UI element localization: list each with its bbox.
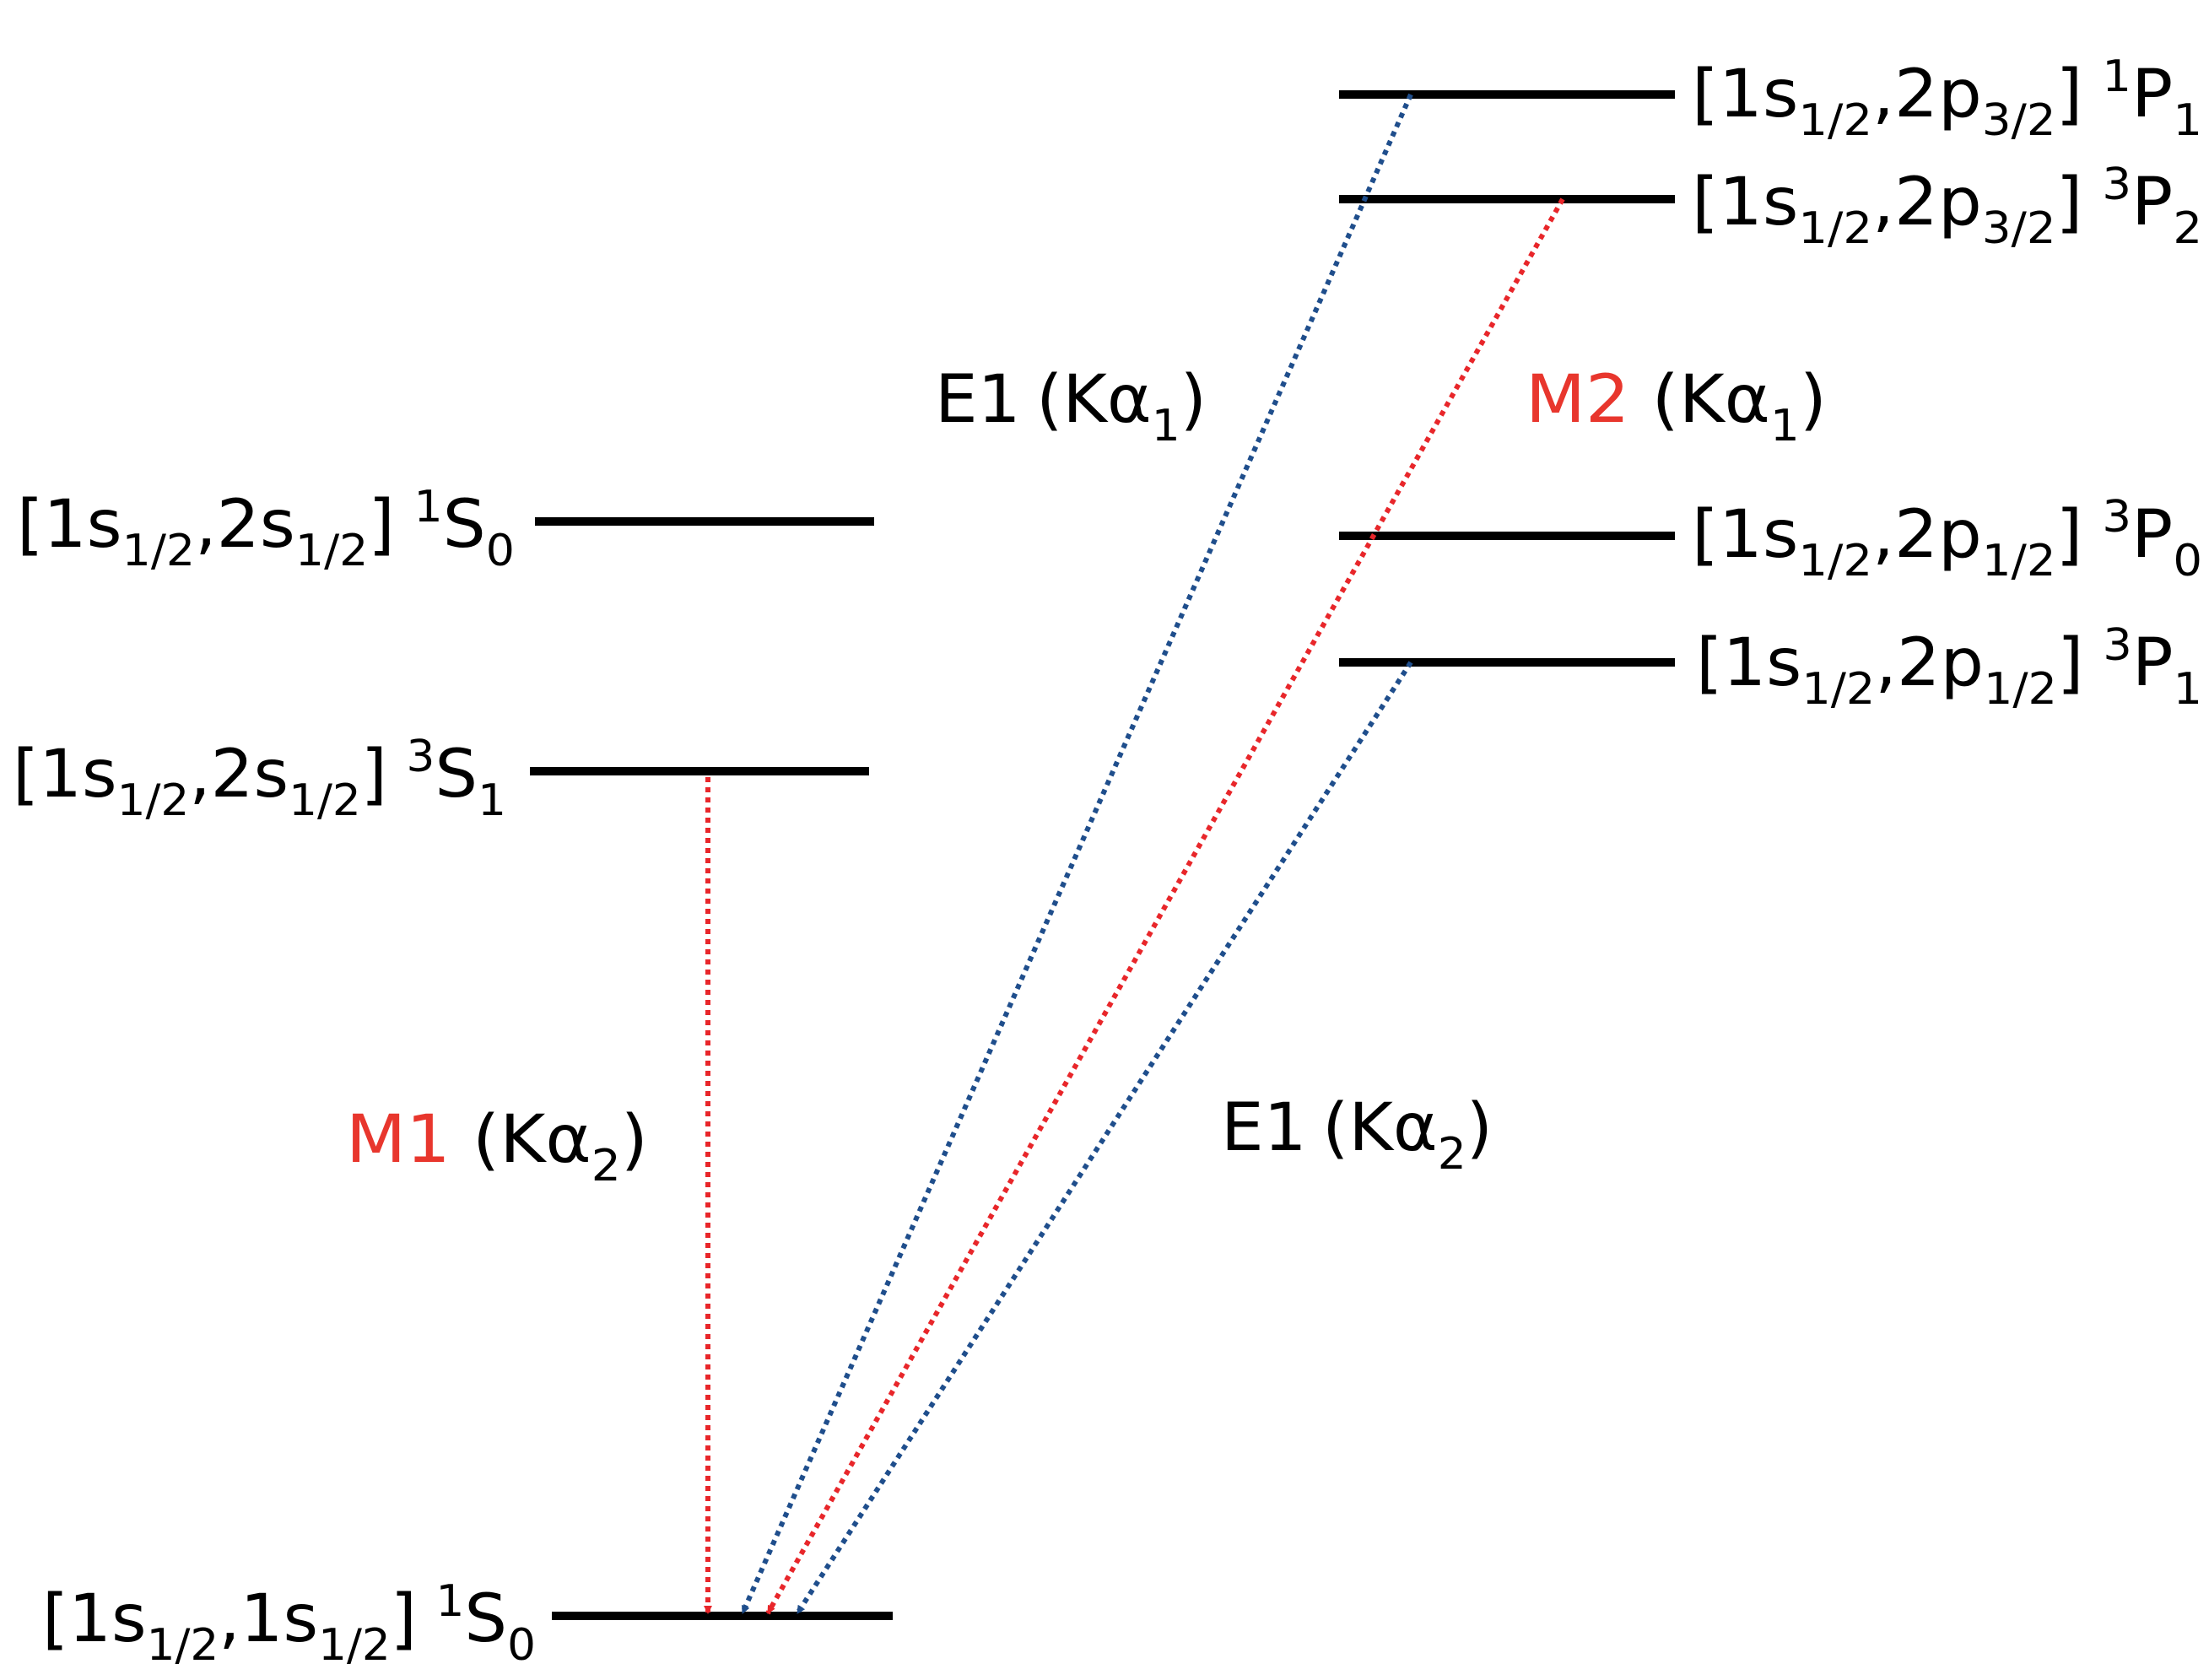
level-label-3P1: [1s1/2,2p1/2]3P1 [1696, 620, 2202, 715]
transition-label-e1-ka1: E1(Kα1) [935, 362, 1207, 451]
transition-label-e1-ka2: E1(Kα2) [1221, 1090, 1493, 1180]
arrow-m2-ka1 [765, 197, 1565, 1615]
level-label-3S1: [1s1/2,2s1/2]3S1 [13, 732, 506, 826]
arrow-e1-ka1 [740, 93, 1413, 1615]
arrow-e1-ka2 [795, 661, 1413, 1615]
level-label-1S0-excited: [1s1/2,2s1/2]1S0 [17, 482, 515, 576]
level-label-ground: [1s1/2,1s1/2]1S0 [42, 1576, 536, 1671]
